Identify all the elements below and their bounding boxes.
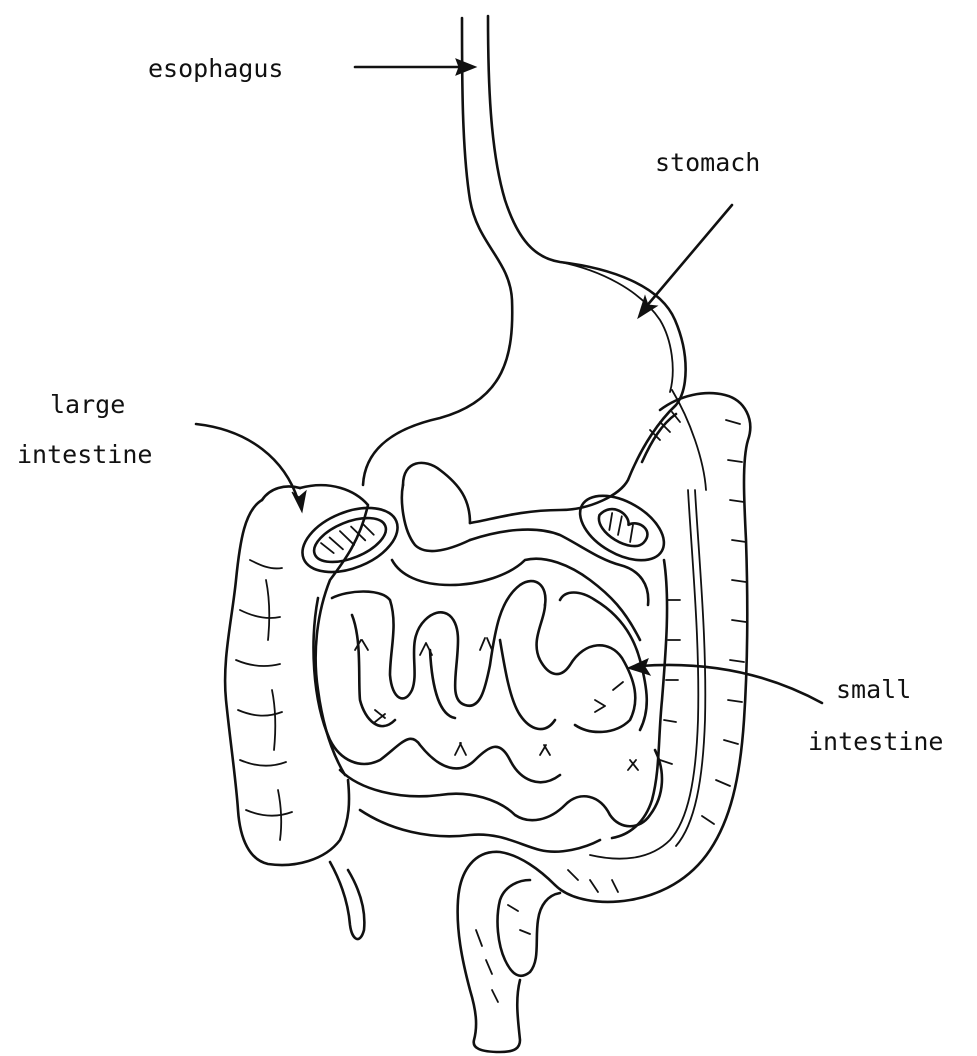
stomach — [402, 463, 470, 551]
small-intestine — [314, 581, 662, 852]
ascending-colon — [225, 485, 368, 865]
label-esophagus: esophagus — [148, 54, 283, 83]
colon-cross-section-right — [569, 482, 675, 573]
sigmoid-colon-rectum — [458, 852, 618, 1052]
arrow-stomach — [638, 205, 732, 318]
arrow-large-intestine — [196, 424, 306, 512]
label-large-intestine-line2: intestine — [17, 440, 152, 469]
esophagus-tube — [363, 16, 686, 523]
arrow-esophagus — [355, 59, 476, 75]
label-large-intestine-line1: large — [50, 390, 125, 419]
label-small-intestine-line2: intestine — [808, 727, 943, 756]
appendix — [330, 862, 364, 939]
colon-cross-section-left — [293, 495, 407, 584]
label-small-intestine-line1: small — [836, 675, 911, 704]
stomach-outline — [560, 262, 673, 392]
arrow-small-intestine — [628, 659, 822, 703]
descending-colon — [555, 390, 750, 902]
label-stomach: stomach — [655, 148, 760, 177]
